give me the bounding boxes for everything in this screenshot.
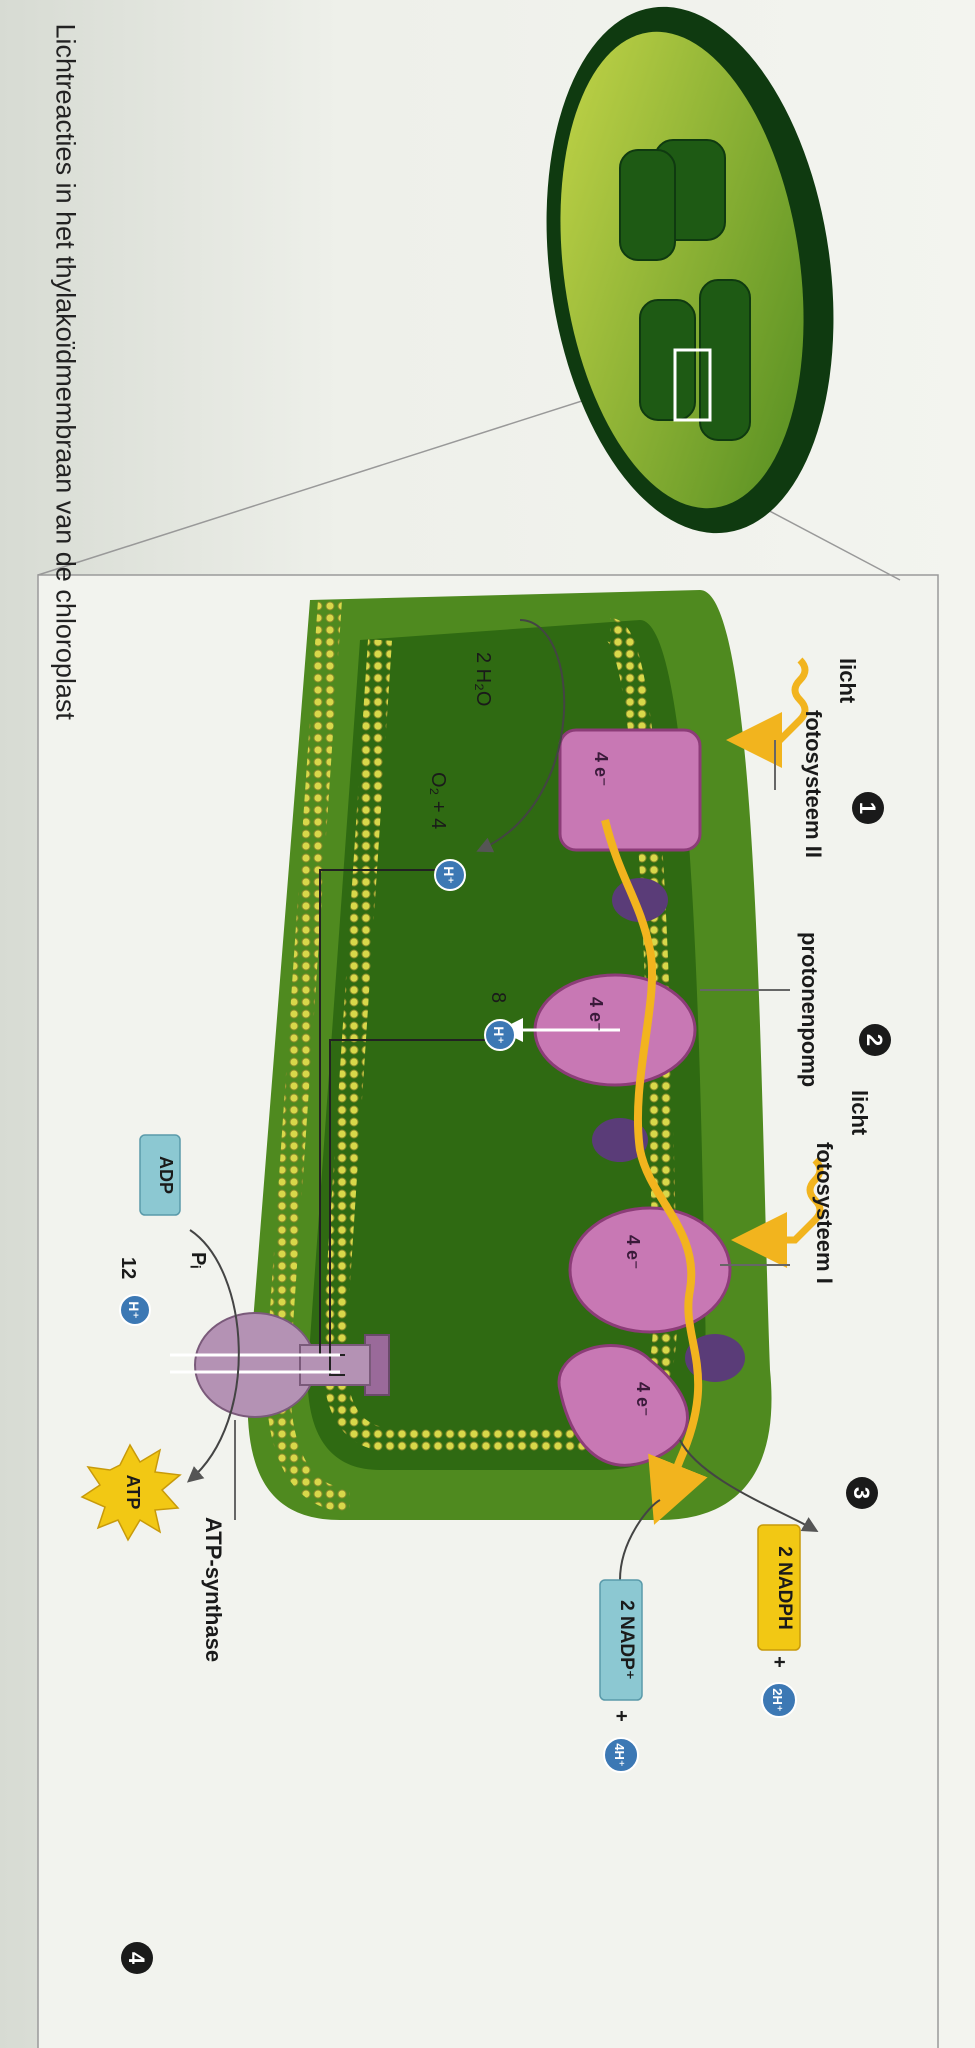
light-wave-2 bbox=[731, 1157, 824, 1268]
phosphate-label: Pᵢ bbox=[187, 1252, 209, 1268]
step-badge-2: 2 bbox=[859, 1024, 891, 1056]
electron-label: 4 e⁻ bbox=[586, 997, 606, 1032]
step-badge-4: 4 bbox=[121, 1942, 153, 1974]
proton-flow-line-2 bbox=[329, 1039, 490, 1376]
water-product: O₂ + 4 bbox=[427, 772, 449, 829]
label-proton-pump: protonenpomp bbox=[797, 932, 822, 1087]
proton-badge: H⁺ bbox=[484, 1019, 516, 1051]
proton-badge-2h: 2H⁺ bbox=[761, 1682, 797, 1718]
svg-text:2 NADP⁺: 2 NADP⁺ bbox=[616, 1600, 637, 1680]
photosystem-1-complex bbox=[568, 1206, 732, 1334]
chloroplast bbox=[546, 6, 834, 534]
label-light-2: licht bbox=[847, 1090, 872, 1136]
water-reactant: 2 H₂O bbox=[472, 652, 494, 706]
electron-label: 4 e⁻ bbox=[623, 1235, 643, 1270]
svg-text:2 NADPH: 2 NADPH bbox=[774, 1546, 795, 1629]
plus-sign: + bbox=[768, 1656, 790, 1668]
step-badge-1: 1 bbox=[852, 792, 884, 824]
proton-badge: H⁺ bbox=[119, 1294, 151, 1326]
svg-text:4H⁺: 4H⁺ bbox=[612, 1743, 627, 1766]
label-atp-synthase: ATP-synthase bbox=[201, 1517, 226, 1662]
label-photosystem-2: fotosysteem II bbox=[801, 710, 826, 858]
svg-text:4: 4 bbox=[124, 1952, 149, 1965]
label-light-1: licht bbox=[835, 658, 860, 704]
adp-box: ADP bbox=[139, 1134, 181, 1216]
plus-sign: + bbox=[610, 1710, 632, 1722]
proton-badge-4h: 4H⁺ bbox=[603, 1737, 639, 1773]
svg-text:ATP: ATP bbox=[123, 1475, 143, 1510]
photosystem-2-complex bbox=[558, 728, 702, 852]
svg-text:3: 3 bbox=[849, 1487, 874, 1499]
electron-label: 4 e⁻ bbox=[591, 752, 611, 787]
atp-formation-arrow bbox=[186, 1229, 240, 1483]
selection-box bbox=[673, 348, 712, 422]
label-photosystem-1: fotosysteem I bbox=[812, 1142, 837, 1284]
electron-transport-path bbox=[601, 819, 708, 1525]
svg-text:H⁺: H⁺ bbox=[491, 1026, 507, 1044]
figure-caption: Lichtreacties in het thylakoïdmembraan v… bbox=[50, 23, 81, 720]
light-wave-1 bbox=[726, 657, 809, 768]
grana bbox=[619, 139, 751, 441]
step-badge-3: 3 bbox=[846, 1477, 878, 1509]
svg-text:ADP: ADP bbox=[156, 1156, 176, 1194]
svg-text:1: 1 bbox=[855, 802, 880, 814]
nadp-box: 2 NADP⁺ bbox=[599, 1579, 643, 1701]
electron-label: 4 e⁻ bbox=[633, 1382, 653, 1417]
plastocyanin bbox=[592, 1118, 648, 1162]
nadp-reductase-complex bbox=[557, 1344, 689, 1467]
nadp-input-line bbox=[619, 1499, 661, 1581]
svg-text:H⁺: H⁺ bbox=[441, 866, 457, 884]
atp-synthase-complex bbox=[194, 1312, 390, 1418]
atp-star: ATP bbox=[80, 1443, 182, 1542]
svg-text:2H⁺: 2H⁺ bbox=[770, 1688, 785, 1711]
pump-proton-count: 8 bbox=[487, 992, 509, 1003]
proton-badge: H⁺ bbox=[434, 859, 466, 891]
svg-text:H⁺: H⁺ bbox=[126, 1301, 142, 1319]
nadph-formation-arrow bbox=[679, 1439, 819, 1532]
synthase-proton-count: 12 bbox=[117, 1257, 139, 1279]
svg-text:2: 2 bbox=[862, 1034, 887, 1046]
nadph-box: 2 NADPH bbox=[757, 1524, 801, 1651]
water-splitting-arrow bbox=[476, 619, 566, 853]
